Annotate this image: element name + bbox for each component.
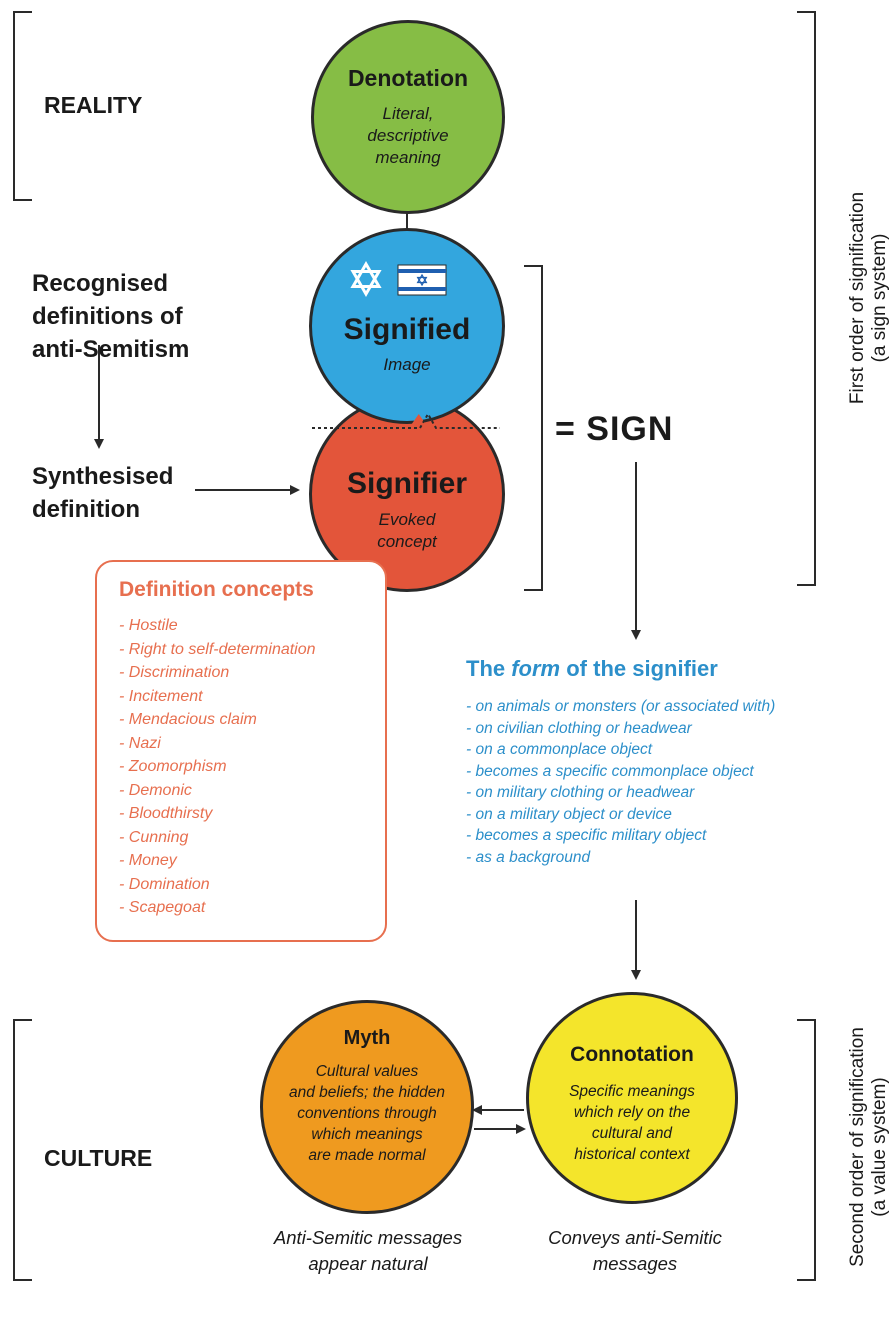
form-item: - on a commonplace object <box>466 741 653 758</box>
connotation-title: Connotation <box>570 1043 694 1066</box>
form-item: - on military clothing or headwear <box>466 784 695 801</box>
form-title-pre: The <box>466 656 512 681</box>
recognised-line-3: anti-Semitism <box>32 336 190 363</box>
myth-line: conventions through <box>297 1105 437 1122</box>
concept-item: - Zoomorphism <box>119 758 227 775</box>
concept-item: - Money <box>119 852 177 869</box>
form-title-post: of the signifier <box>560 656 718 681</box>
first-order-line-1: First order of signification <box>847 191 868 405</box>
denotation-description: Literal, descriptive meaning <box>314 103 502 169</box>
concept-item: - Mendacious claim <box>119 711 257 728</box>
signified-description: Image <box>383 355 431 374</box>
recognised-definitions-label: Recognised definitions of anti-Semitism <box>32 267 189 366</box>
form-item: - on civilian clothing or headwear <box>466 719 692 737</box>
concept-item: - Right to self-determination <box>119 640 316 658</box>
myth-line: which meanings <box>311 1126 423 1143</box>
connotation-circle: Connotation Specific meanings which rely… <box>526 992 738 1204</box>
second-order-label: Second order of signification (a value s… <box>847 967 891 1327</box>
second-order-line-1: Second order of signification <box>847 1027 868 1267</box>
myth-line: Cultural values <box>315 1063 419 1080</box>
culture-label: CULTURE <box>44 1145 153 1171</box>
signifier-line: concept <box>377 532 437 551</box>
concept-item: - Domination <box>119 875 210 893</box>
synthesised-line-1: Synthesised <box>32 463 174 490</box>
star-of-david-icon <box>350 261 382 297</box>
myth-line: are made normal <box>308 1147 426 1164</box>
second-order-line-2: (a value system) <box>869 1077 890 1217</box>
concept-item: - Discrimination <box>119 664 230 681</box>
connotation-caption-line: messages <box>592 1253 678 1274</box>
second-order-bracket <box>797 1019 816 1281</box>
myth-title: Myth <box>343 1027 391 1049</box>
connotation-line: cultural and <box>591 1125 673 1142</box>
reality-label: REALITY <box>44 92 143 118</box>
concept-item: - Demonic <box>119 781 192 799</box>
israel-flag-icon <box>397 264 447 296</box>
definition-concepts-title: Definition concepts <box>119 578 314 601</box>
synthesised-definition-label: Synthesised definition <box>32 460 173 526</box>
myth-caption-line: appear natural <box>308 1253 428 1274</box>
concept-item: - Scapegoat <box>119 899 206 916</box>
culture-bracket <box>13 1019 32 1281</box>
connotation-description: Specific meanings which rely on the cult… <box>529 1081 735 1165</box>
denotation-circle: Denotation Literal, descriptive meaning <box>311 20 505 214</box>
myth-line: and beliefs; the hidden <box>289 1084 445 1101</box>
first-order-bracket <box>797 11 816 586</box>
first-order-line-2: (a sign system) <box>869 233 890 363</box>
form-title-em: form <box>511 656 561 681</box>
first-order-label: First order of signification (a sign sys… <box>847 118 891 478</box>
sign-label: = SIGN <box>555 410 674 448</box>
signifier-description: Evoked concept <box>312 509 502 553</box>
recognised-line-2: definitions of <box>32 303 183 330</box>
concept-item: - Nazi <box>119 734 161 752</box>
connotation-line: Specific meanings <box>569 1083 695 1100</box>
reality-bracket <box>13 11 32 201</box>
denotation-line: meaning <box>375 148 441 167</box>
myth-circle: Myth Cultural values and beliefs; the hi… <box>260 1000 474 1214</box>
sign-bracket <box>524 265 543 591</box>
signified-title: Signified <box>343 313 471 346</box>
recognised-line-1: Recognised <box>32 270 169 297</box>
form-item: - on animals or monsters (or associated … <box>466 698 776 715</box>
connotation-caption: Conveys anti-Semitic messages <box>510 1225 760 1277</box>
concept-item: - Cunning <box>119 828 189 846</box>
form-of-signifier-list: - on animals or monsters (or associated … <box>466 696 775 868</box>
concept-item: - Hostile <box>119 617 178 634</box>
synthesised-line-2: definition <box>32 496 140 523</box>
form-item: - as a background <box>466 848 591 866</box>
form-item: - becomes a specific commonplace object <box>466 762 754 780</box>
signified-circle: Signified Image <box>309 228 505 424</box>
signifier-title: Signifier <box>346 467 467 500</box>
myth-description: Cultural values and beliefs; the hidden … <box>263 1061 471 1166</box>
denotation-title: Denotation <box>347 65 469 91</box>
myth-caption-line: Anti-Semitic messages <box>273 1227 463 1248</box>
definition-concepts-list: - Hostile - Right to self-determination … <box>119 614 316 920</box>
concept-item: - Incitement <box>119 687 203 705</box>
myth-caption: Anti-Semitic messages appear natural <box>238 1225 498 1277</box>
form-item: - becomes a specific military object <box>466 827 707 844</box>
form-of-signifier-title: The form of the signifier <box>466 656 718 682</box>
definition-concepts-box: Definition concepts - Hostile - Right to… <box>95 560 387 942</box>
signified-icons <box>312 261 502 297</box>
signifier-line: Evoked <box>378 510 436 529</box>
connotation-caption-line: Conveys anti-Semitic <box>548 1227 722 1248</box>
concept-item: - Bloodthirsty <box>119 805 213 822</box>
connotation-line: historical context <box>574 1146 690 1163</box>
denotation-line: Literal, <box>382 104 434 123</box>
form-item: - on a military object or device <box>466 805 672 823</box>
denotation-line: descriptive <box>367 126 449 145</box>
connotation-line: which rely on the <box>573 1104 691 1121</box>
